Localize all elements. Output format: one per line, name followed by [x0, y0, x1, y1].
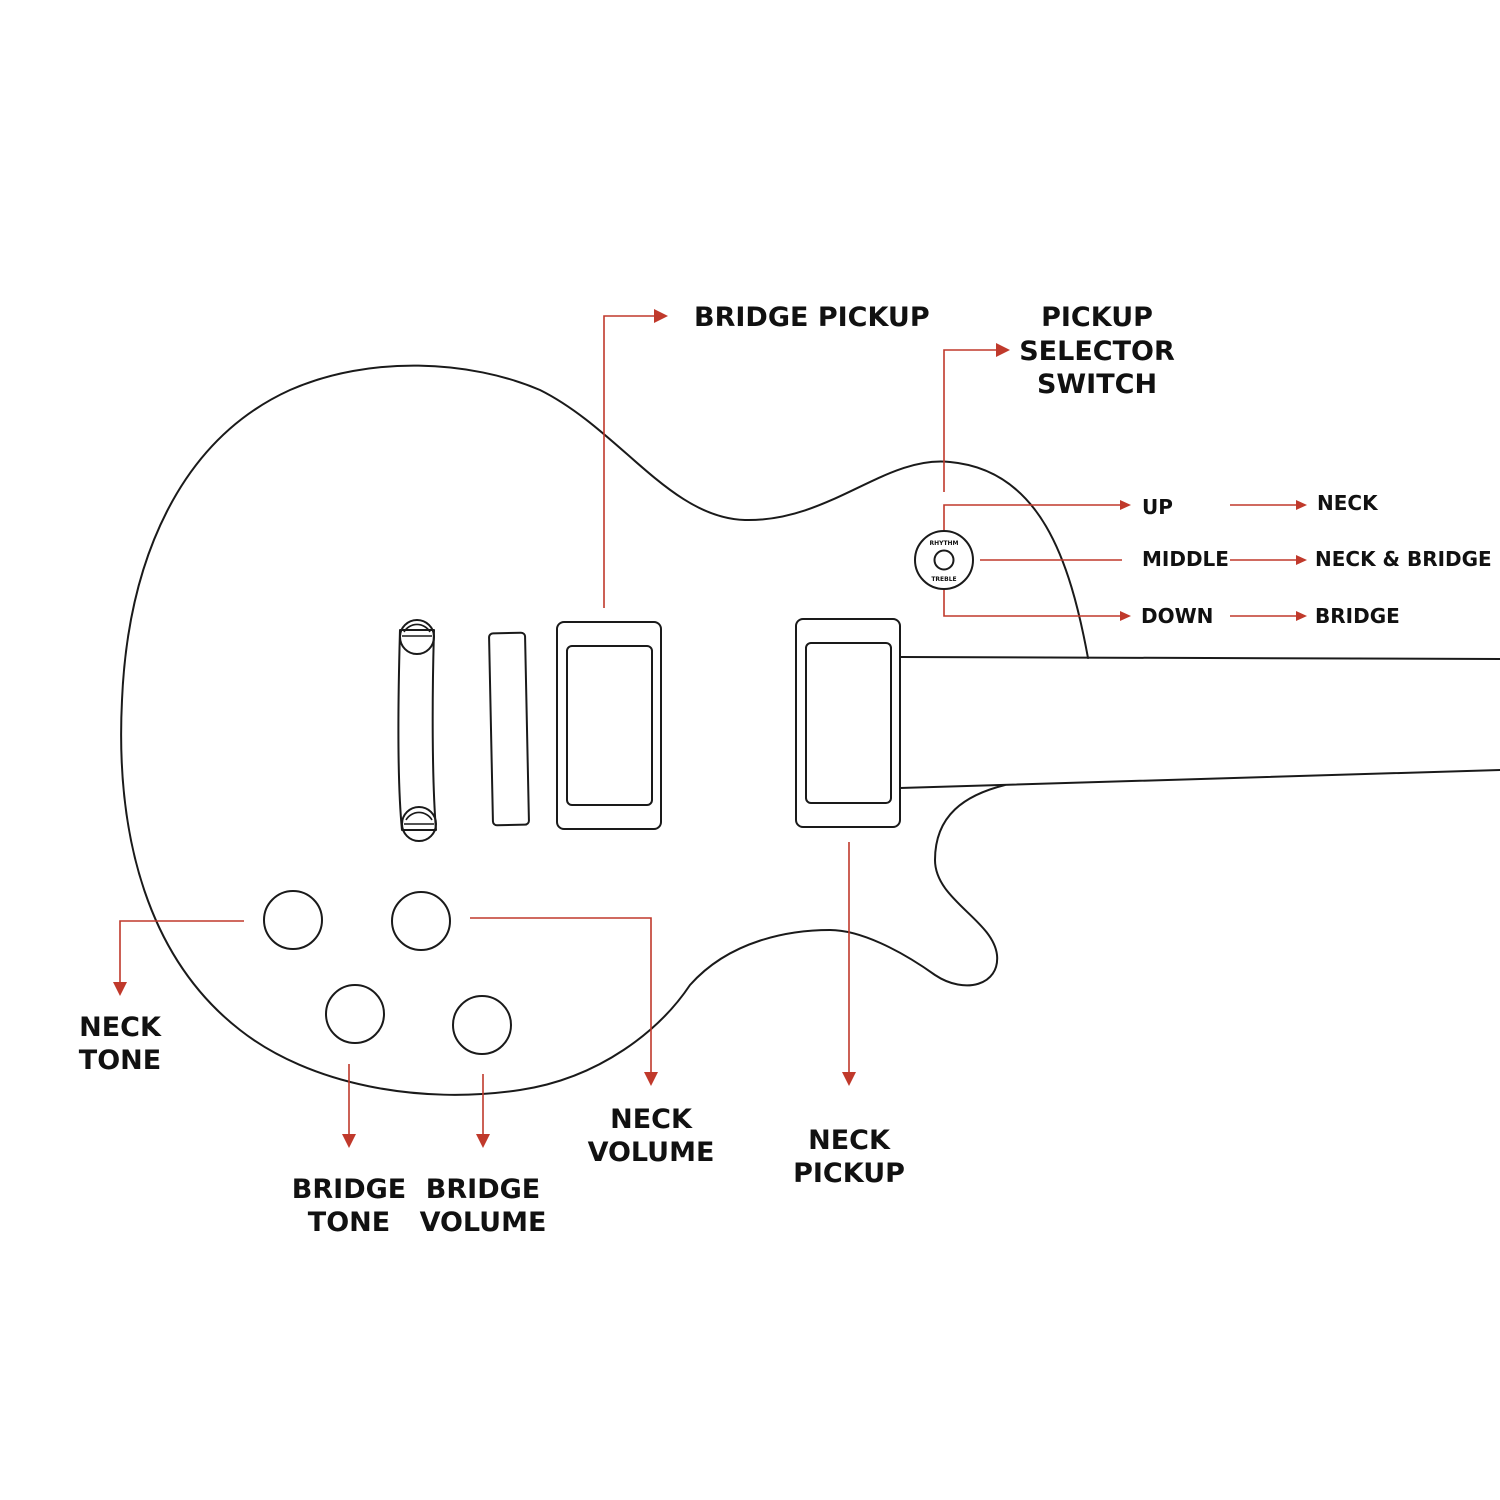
bridge-volume-label: BRIDGE VOLUME — [420, 1174, 547, 1238]
bridge-tone-knob[interactable] — [325, 984, 385, 1044]
bridge — [488, 631, 530, 827]
selector-switch-leader — [943, 343, 1010, 492]
neck-volume-leader — [470, 917, 658, 1086]
neck-tone-leader — [113, 920, 244, 996]
neck-top-edge — [899, 656, 1500, 660]
neck-tone-label: NECK TONE — [79, 1012, 162, 1076]
bridge-tone-label: BRIDGE TONE — [292, 1174, 406, 1238]
switch-middle-result: NECK & BRIDGE — [1315, 547, 1492, 571]
switch-down-label: DOWN — [1141, 604, 1213, 628]
svg-text:SELECTOR: SELECTOR — [1019, 336, 1175, 367]
bridge-volume-leader — [476, 1074, 490, 1148]
svg-text:VOLUME: VOLUME — [420, 1207, 547, 1238]
svg-text:NECK: NECK — [79, 1012, 162, 1043]
switch-up-result: NECK — [1317, 491, 1379, 515]
svg-text:VOLUME: VOLUME — [588, 1137, 715, 1168]
neck-pickup-shape — [795, 618, 901, 828]
tailpiece-bar — [397, 629, 437, 831]
svg-text:TONE: TONE — [79, 1045, 161, 1076]
svg-text:SWITCH: SWITCH — [1037, 369, 1157, 400]
bridge-volume-knob[interactable] — [452, 995, 512, 1055]
neck-bottom-edge — [899, 769, 1500, 789]
svg-text:TONE: TONE — [308, 1207, 390, 1238]
switch-ring-bottom-label: TREBLE — [931, 576, 956, 583]
bridge-tone-leader — [342, 1064, 356, 1148]
switch-down-leader — [943, 590, 1307, 621]
pickup-selector-switch-label: PICKUP SELECTOR SWITCH — [1019, 302, 1175, 400]
switch-middle-label: MIDDLE — [1142, 547, 1229, 571]
switch-ring-top-label: RHYTHM — [929, 540, 958, 547]
svg-text:NECK: NECK — [808, 1125, 891, 1156]
body-outline — [120, 364, 1089, 1096]
bridge-pickup-label: BRIDGE PICKUP — [694, 302, 930, 333]
neck-volume-knob[interactable] — [391, 891, 451, 951]
svg-text:BRIDGE: BRIDGE — [292, 1174, 406, 1205]
tailpiece-stud-bottom — [401, 806, 437, 842]
svg-text:NECK: NECK — [610, 1104, 693, 1135]
neck-tone-knob[interactable] — [263, 890, 323, 950]
svg-text:PICKUP: PICKUP — [1041, 302, 1153, 333]
tailpiece — [397, 619, 437, 842]
switch-down-result: BRIDGE — [1315, 604, 1400, 628]
switch-positions: UP NECK MIDDLE NECK & BRIDGE DOWN BRIDGE — [1141, 491, 1492, 628]
pickup-selector-switch[interactable]: RHYTHM TREBLE — [914, 530, 974, 590]
guitar-body — [120, 364, 1500, 1096]
switch-up-leader — [943, 500, 1307, 530]
neck-volume-label: NECK VOLUME — [588, 1104, 715, 1168]
switch-up-label: UP — [1142, 495, 1173, 519]
svg-text:BRIDGE: BRIDGE — [426, 1174, 540, 1205]
neck-pickup-leader — [842, 842, 856, 1086]
switch-middle-leader — [980, 555, 1307, 565]
bridge-pickup-shape — [556, 621, 662, 830]
svg-text:PICKUP: PICKUP — [793, 1158, 905, 1189]
neck-pickup-label: NECK PICKUP — [793, 1125, 905, 1189]
bridge-pickup-leader — [603, 309, 668, 608]
tailpiece-stud-top — [399, 619, 435, 655]
